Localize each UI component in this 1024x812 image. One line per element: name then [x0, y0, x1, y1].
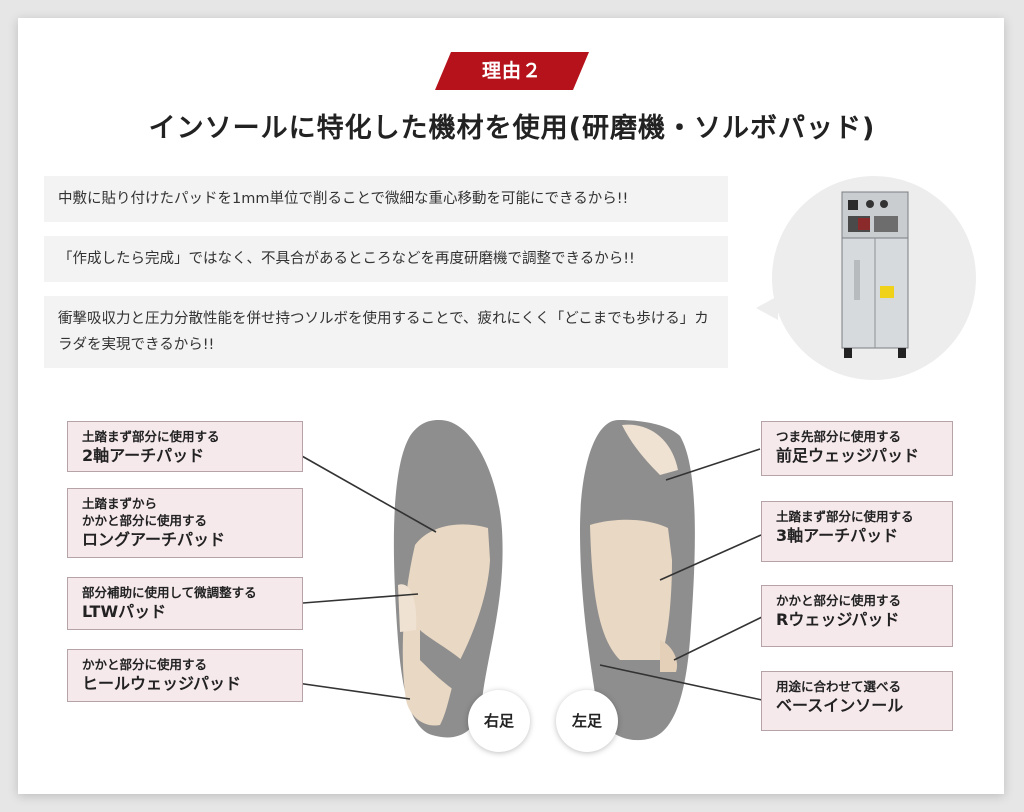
label-desc: 部分補助に使用して微調整する	[82, 585, 257, 600]
label-title: 3軸アーチパッド	[776, 526, 899, 545]
reason-badge: 理由２	[435, 52, 589, 90]
label-title: 2軸アーチパッド	[82, 446, 205, 465]
reason-text-2: 「作成したら完成」ではなく、不具合があるところなどを再度研磨機で調整できるから!…	[58, 251, 635, 267]
label-2-axis-arch-pad: 土踏まず部分に使用する 2軸アーチパッド	[67, 421, 303, 472]
left-insole	[580, 419, 695, 741]
label-desc: 土踏まず部分に使用する	[776, 509, 914, 524]
reason-text-3: 衝撃吸収力と圧力分散性能を併せ持つソルボを使用することで、疲れにくく「どこまでも…	[58, 311, 709, 353]
label-title: Rウェッジパッド	[776, 610, 900, 629]
label-forefoot-wedge-pad: つま先部分に使用する 前足ウェッジパッド	[761, 421, 953, 476]
label-desc: 用途に合わせて選べる	[776, 679, 902, 694]
label-desc: 土踏まず部分に使用する	[82, 429, 220, 444]
reason-item-1: 中敷に貼り付けたパッドを1mm単位で削ることで微細な重心移動を可能にできるから!…	[44, 176, 728, 222]
label-desc: つま先部分に使用する	[776, 429, 902, 444]
label-desc-1: 土踏まずから	[82, 496, 158, 511]
label-ltw-pad: 部分補助に使用して微調整する LTWパッド	[67, 577, 303, 630]
label-r-wedge-pad: かかと部分に使用する Rウェッジパッド	[761, 585, 953, 647]
label-base-insole: 用途に合わせて選べる ベースインソール	[761, 671, 953, 731]
badge-shape	[435, 52, 589, 90]
reason-text-1: 中敷に貼り付けたパッドを1mm単位で削ることで微細な重心移動を可能にできるから!…	[58, 191, 629, 207]
label-long-arch-pad: 土踏まずから かかと部分に使用する ロングアーチパッド	[67, 488, 303, 558]
label-title: LTWパッド	[82, 602, 167, 621]
reason-item-2: 「作成したら完成」ではなく、不具合があるところなどを再度研磨機で調整できるから!…	[44, 236, 728, 282]
label-title: ヒールウェッジパッド	[82, 674, 242, 693]
label-title: 前足ウェッジパッド	[776, 446, 920, 465]
label-title: ベースインソール	[776, 696, 904, 715]
label-desc-2: かかと部分に使用する	[82, 513, 208, 528]
reason-item-3: 衝撃吸収力と圧力分散性能を併せ持つソルボを使用することで、疲れにくく「どこまでも…	[44, 296, 728, 368]
label-desc: かかと部分に使用する	[776, 593, 902, 608]
label-title: ロングアーチパッド	[82, 530, 226, 549]
badge-label: 理由２	[481, 60, 542, 82]
bubble-tail	[756, 296, 778, 320]
left-foot-label: 左足	[556, 690, 618, 752]
leader-lines	[285, 446, 763, 701]
label-3-axis-arch-pad: 土踏まず部分に使用する 3軸アーチパッド	[761, 501, 953, 562]
label-desc: かかと部分に使用する	[82, 657, 208, 672]
page-title: インソールに特化した機材を使用(研磨機・ソルボパッド)	[148, 113, 876, 144]
right-foot-label: 右足	[468, 690, 530, 752]
label-heel-wedge-pad: かかと部分に使用する ヒールウェッジパッド	[67, 649, 303, 702]
right-insole	[393, 419, 503, 738]
grinding-machine-image	[841, 191, 909, 358]
